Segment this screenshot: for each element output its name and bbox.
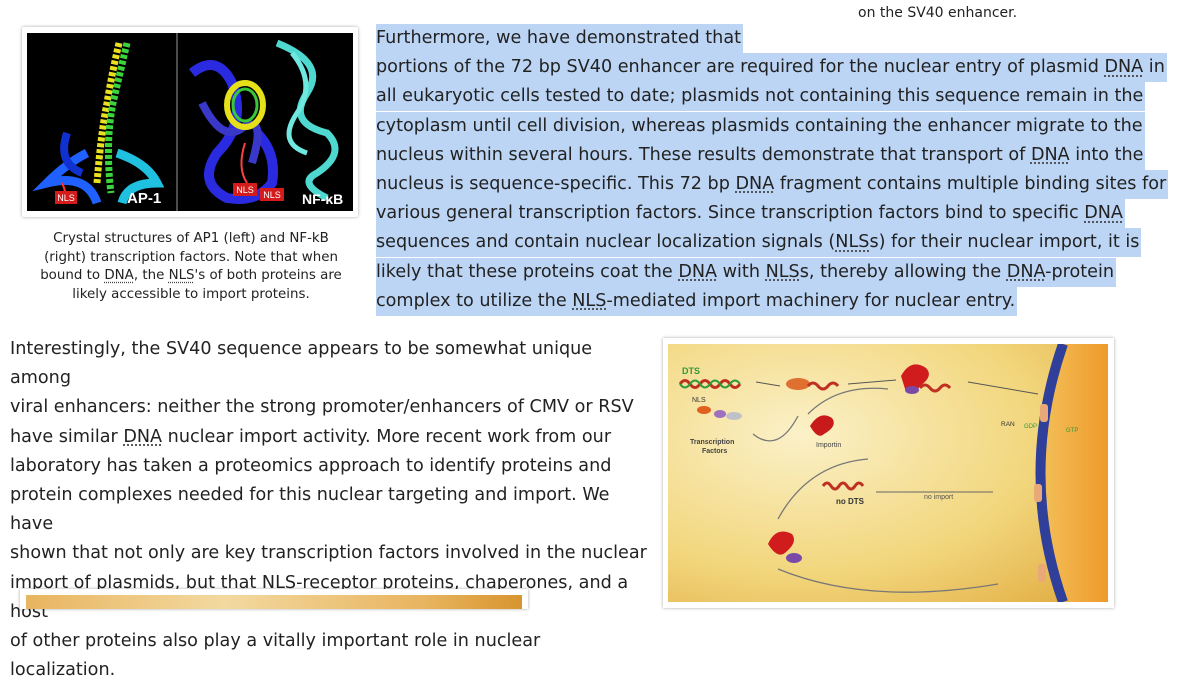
text-segment: s) for their nuclear import, it is	[869, 232, 1139, 252]
dts-label: DTS	[682, 366, 700, 376]
paragraph-line: of other proteins also play a vitally im…	[10, 627, 650, 685]
text-segment: viral enhancers: neither the strong prom…	[10, 397, 634, 417]
abbreviation: DNA	[104, 268, 134, 283]
no-dts-label: no DTS	[836, 497, 865, 506]
abbreviation: NLS	[572, 291, 606, 311]
caption-text: , the	[134, 268, 169, 283]
caption-line: bound to DNA, the NLS's of both proteins…	[20, 267, 362, 286]
nfkb-label: NF-κB	[302, 191, 343, 207]
highlighted-line[interactable]: complex to utilize the NLS-mediated impo…	[376, 287, 1017, 316]
text-segment: portions of the 72 bp SV40 enhancer are …	[376, 57, 1104, 77]
highlighted-line[interactable]: nucleus within several hours. These resu…	[376, 141, 1145, 170]
text-segment: into the	[1070, 145, 1144, 165]
figure-caption: Crystal structures of AP1 (left) and NF-…	[20, 230, 362, 304]
gdp-label: GDP	[1024, 424, 1037, 430]
abbreviation: NLS	[169, 268, 195, 283]
nls-label: NLS	[263, 190, 281, 200]
highlighted-line[interactable]: all eukaryotic cells tested to date; pla…	[376, 82, 1145, 111]
abbreviation: DNA	[123, 427, 162, 447]
body-paragraph: Interestingly, the SV40 sequence appears…	[10, 335, 650, 685]
text-segment: with	[717, 262, 766, 282]
figure-image-partial	[26, 595, 522, 609]
no-import-label: no import	[924, 494, 953, 501]
text-segment: nuclear import activity. More recent wor…	[162, 427, 611, 447]
text-segment: nucleus within several hours. These resu…	[376, 145, 1031, 165]
abbreviation: DNA	[1084, 203, 1123, 223]
text-segment: of other proteins also play a vitally im…	[10, 631, 540, 680]
text-segment: various general transcription factors. S…	[376, 203, 1084, 223]
paragraph-line: viral enhancers: neither the strong prom…	[10, 393, 650, 422]
text-segment: in	[1143, 57, 1165, 77]
text-segment: cytoplasm until cell division, whereas p…	[376, 116, 1143, 136]
nls-label: NLS	[236, 185, 254, 195]
tf-label: Factors	[702, 448, 727, 455]
text-segment: nucleus is sequence-specific. This 72 bp	[376, 174, 736, 194]
text-segment: laboratory has taken a proteomics approa…	[10, 456, 611, 476]
text-segment: likely that these proteins coat the	[376, 262, 678, 282]
text-segment: Interestingly, the SV40 sequence appears…	[10, 339, 592, 388]
paragraph-line: protein complexes needed for this nuclea…	[10, 481, 650, 539]
abbreviation: DNA	[1104, 57, 1143, 77]
tf-label: Transcription	[690, 439, 734, 446]
highlighted-line[interactable]: portions of the 72 bp SV40 enhancer are …	[376, 53, 1167, 82]
abbreviation: DNA	[1031, 145, 1070, 165]
caption-text: bound to	[40, 268, 104, 283]
text-segment: fragment contains multiple binding sites…	[774, 174, 1166, 194]
highlighted-line[interactable]: Furthermore, we have demonstrated that	[376, 24, 743, 53]
nuclear-import-diagram: DTS NLS Transcription Factors Importin n…	[668, 344, 1108, 602]
text-segment: all eukaryotic cells tested to date; pla…	[376, 86, 1143, 106]
text-segment: -protein	[1045, 262, 1114, 282]
highlighted-line[interactable]: sequences and contain nuclear localizati…	[376, 228, 1141, 257]
highlighted-line[interactable]: cytoplasm until cell division, whereas p…	[376, 112, 1145, 141]
caption-line: Crystal structures of AP1 (left) and NF-…	[20, 230, 362, 249]
text-segment: protein complexes needed for this nuclea…	[10, 485, 610, 534]
gtp-label: GTP	[1066, 428, 1078, 434]
paragraph-line: have similar DNA nuclear import activity…	[10, 423, 650, 452]
caption-line: likely accessible to import proteins.	[20, 286, 362, 305]
crystal-structures-image: NLS AP-1 NLS NLS NF-κB	[27, 33, 353, 211]
importin-label: Importin	[816, 442, 841, 449]
paragraph-line: Interestingly, the SV40 sequence appears…	[10, 335, 650, 393]
figure-crystal-structures: NLS AP-1 NLS NLS NF-κB	[22, 27, 358, 217]
highlighted-line[interactable]: nucleus is sequence-specific. This 72 bp…	[376, 170, 1168, 199]
abbreviation: DNA	[1007, 262, 1045, 282]
paragraph-line: shown that not only are key transcriptio…	[10, 539, 650, 568]
abbreviation: NLS	[835, 232, 869, 252]
paragraph-line: laboratory has taken a proteomics approa…	[10, 452, 650, 481]
text-segment: have similar	[10, 427, 123, 447]
caption-line: (right) transcription factors. Note that…	[20, 249, 362, 268]
nls-label: NLS	[692, 397, 706, 404]
ap1-label: AP-1	[127, 190, 161, 207]
caption-text: 's of both proteins are	[195, 268, 342, 283]
abbreviation: DNA	[678, 262, 717, 282]
top-caption: on the SV40 enhancer.	[858, 5, 1058, 21]
abbreviation: DNA	[736, 174, 775, 194]
nls-label: NLS	[57, 193, 75, 203]
figure-nuclear-import-diagram: DTS NLS Transcription Factors Importin n…	[663, 338, 1114, 608]
highlighted-line[interactable]: likely that these proteins coat the DNA …	[376, 258, 1116, 287]
highlighted-line[interactable]: various general transcription factors. S…	[376, 199, 1125, 228]
text-segment: complex to utilize the	[376, 291, 572, 311]
abbreviation: NLS	[766, 262, 800, 282]
text-segment: shown that not only are key transcriptio…	[10, 543, 647, 563]
ran-label: RAN	[1001, 421, 1015, 428]
figure-partial	[20, 589, 528, 609]
text-segment: Furthermore, we have demonstrated that	[376, 28, 741, 48]
text-segment: -mediated import machinery for nuclear e…	[606, 291, 1015, 311]
text-segment: sequences and contain nuclear localizati…	[376, 232, 835, 252]
text-segment: s, thereby allowing the	[800, 262, 1007, 282]
